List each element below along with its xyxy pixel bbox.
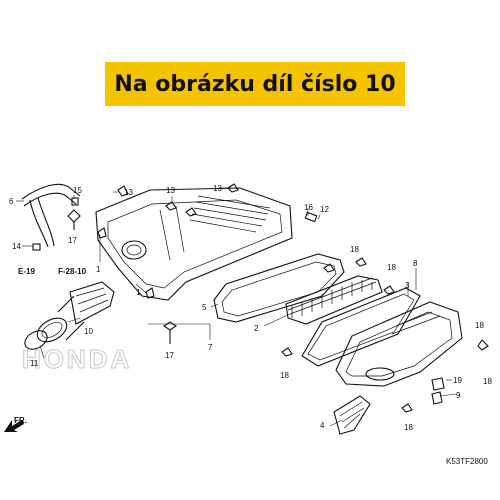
callout-17-bottom: 17: [165, 351, 174, 360]
callout-18-e: 18: [483, 377, 492, 386]
callout-16: 16: [304, 203, 313, 212]
part-number-banner: Na obrázku díl číslo 10: [105, 62, 405, 106]
front-arrow: [4, 420, 24, 432]
callout-18-a: 18: [350, 245, 359, 254]
fastener-16: [304, 211, 318, 223]
callout-6: 6: [9, 197, 14, 206]
callout-9: 9: [456, 391, 461, 400]
bolts: [67, 183, 489, 413]
callout-18-d: 18: [280, 371, 289, 380]
callout-4: 4: [320, 421, 325, 430]
callout-10: 10: [84, 327, 93, 336]
callout-13-right: 13: [213, 184, 222, 193]
banner-text: Na obrázku díl číslo 10: [114, 71, 396, 97]
air-cleaner-case: [95, 187, 293, 301]
callout-7: 7: [208, 343, 213, 352]
cover-gasket: [301, 287, 421, 367]
callout-13-middle: 13: [166, 186, 175, 195]
callout-1-left: 1: [96, 265, 101, 274]
callout-18-f: 18: [404, 423, 413, 432]
callout-18-b: 18: [387, 263, 396, 272]
callout-1-lower: 1: [136, 288, 141, 297]
callout-5: 5: [202, 303, 207, 312]
callout-12: 12: [320, 205, 329, 214]
ref-e19: E-19: [18, 267, 35, 276]
callout-15: 15: [73, 186, 82, 195]
connecting-tube: [36, 281, 115, 343]
callout-14: 14: [12, 242, 21, 251]
honda-watermark: HONDA: [22, 344, 132, 374]
drain-plug-9: [431, 391, 443, 405]
callout-17-top: 17: [68, 236, 77, 245]
intake-duct: [333, 395, 371, 435]
air-cleaner-cover: [335, 301, 463, 387]
clip-15: [71, 197, 79, 206]
diagram-code: K53TF2800: [446, 457, 488, 466]
callout-18-c: 18: [475, 321, 484, 330]
callout-8: 8: [413, 259, 418, 268]
ref-f2810: F-28-10: [58, 267, 87, 276]
front-label: FR.: [14, 416, 27, 425]
leader-lines: [16, 187, 457, 427]
callout-3: 3: [405, 281, 410, 290]
clip-19: [431, 377, 445, 391]
callout-11: 11: [30, 359, 39, 368]
callout-13-left: 13: [124, 188, 133, 197]
breather-hose: [21, 183, 81, 207]
callout-2: 2: [254, 324, 259, 333]
clip-14: [32, 243, 41, 251]
air-cleaner-element: [285, 275, 383, 325]
callout-19: 19: [453, 376, 462, 385]
case-seal: [213, 253, 345, 323]
